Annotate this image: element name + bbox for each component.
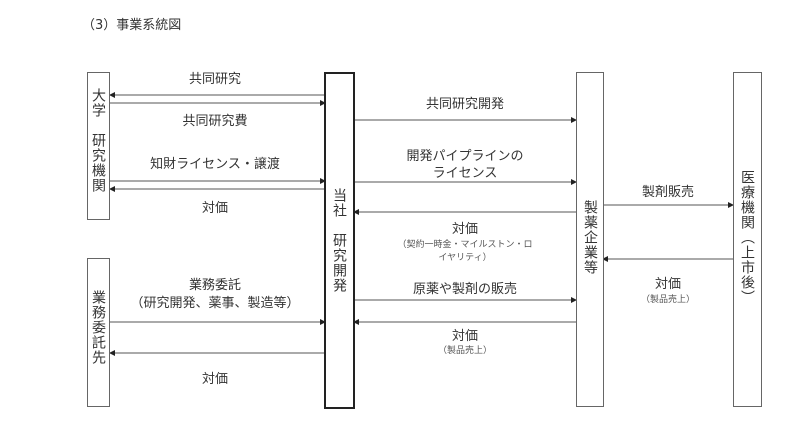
label-pipeline-license-2: ライセンス: [432, 166, 498, 181]
pharma-label: 製薬企業等: [582, 200, 598, 275]
label-sales-detail: （製品売上）: [437, 346, 493, 356]
contractor-label: 業務委託先: [90, 290, 106, 365]
label-joint-research: 共同研究: [188, 72, 242, 87]
university-box: [87, 72, 110, 220]
contractor-box: [87, 258, 110, 407]
label-medical-consideration: 対価: [654, 277, 682, 292]
label-medical-detail: （製品売上）: [640, 295, 696, 305]
company-box: [324, 72, 355, 409]
label-api-sales: 原薬や製剤の販売: [412, 282, 518, 297]
label-pipeline-license-1: 開発パイプラインの: [406, 149, 524, 164]
medical-label: 医療機関（上市後）: [739, 170, 755, 305]
label-outsourcing: 業務委託: [188, 278, 242, 293]
label-sales-consideration: 対価: [451, 329, 479, 344]
pharma-box: [576, 72, 604, 407]
diagram-title: （3）事業系統図: [82, 18, 182, 33]
label-ip-consideration: 対価: [201, 201, 229, 216]
label-ip-license: 知財ライセンス・譲渡: [150, 157, 280, 172]
label-license-detail-2: イヤリティ）: [438, 253, 492, 263]
label-joint-research-fee: 共同研究費: [182, 114, 248, 129]
label-outsourcing-detail: （研究開発、薬事、製造等）: [130, 296, 300, 311]
label-joint-dev: 共同研究開発: [425, 97, 505, 112]
university-label: 大学 研究機関: [90, 88, 106, 193]
medical-box: [733, 72, 762, 407]
label-drug-sales: 製剤販売: [641, 185, 695, 200]
label-license-detail-1: （契約一時金・マイルストン・ロ: [397, 240, 533, 250]
label-license-consideration: 対価: [451, 222, 479, 237]
label-outsourcing-consideration: 対価: [201, 372, 229, 387]
company-label: 当社 研究開発: [331, 188, 347, 293]
